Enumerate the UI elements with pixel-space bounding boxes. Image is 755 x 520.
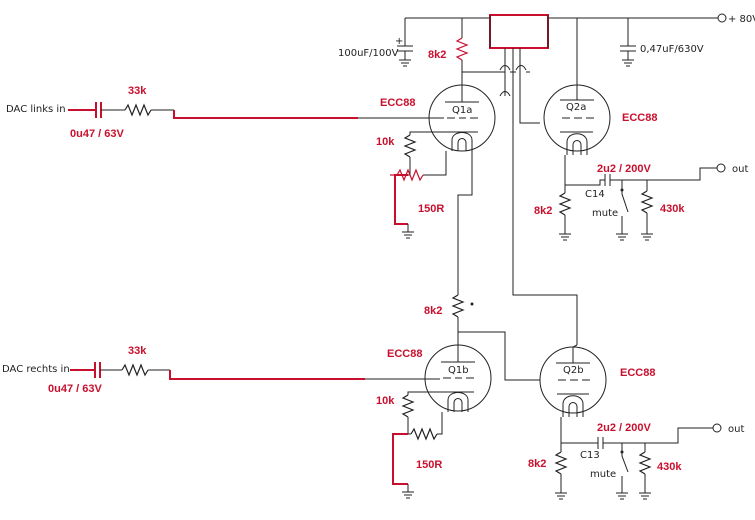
decoupling-capacitor: 0,47uF/630V: [620, 18, 704, 67]
load-top-label: 430k: [660, 203, 685, 215]
grid-stop-bottom-label: 150R: [416, 459, 442, 471]
cathode-bottom-label: 10k: [376, 395, 395, 407]
load-bottom-label: 430k: [657, 461, 682, 473]
q2a-type: ECC88: [622, 112, 657, 124]
input-left-res-label: 33k: [128, 85, 147, 97]
q2a-ref: Q2a: [566, 102, 586, 113]
regulator-box: [489, 14, 549, 49]
input-right-label: DAC rechts in: [2, 364, 70, 375]
mute-bottom-label: mute: [590, 469, 616, 480]
output-cap-bottom-ref: C13: [580, 450, 600, 461]
input-right-cap-label: 0u47 / 63V: [48, 383, 102, 395]
q1a-to-q1b-wire: [457, 151, 473, 295]
input-right-res-label: 33k: [128, 345, 147, 357]
q1b-ref: Q1b: [448, 365, 469, 376]
decoupling-cap-label: 0,47uF/630V: [640, 44, 704, 55]
output-top-terminal: [716, 163, 726, 173]
tube-q1b: Q1b ECC88: [387, 344, 492, 412]
output-stage-bottom: 8k2 out 2u2 / 200V C13 mute 430k: [528, 417, 744, 500]
input-left-cap-label: 0u47 / 63V: [70, 128, 124, 140]
q1b-type: ECC88: [387, 348, 422, 360]
crossover-wiring: [462, 48, 578, 345]
tube-q2a: Q2a ECC88: [543, 83, 657, 155]
cathode-network-bottom: 10k 150R: [376, 391, 443, 499]
q2b-ref: Q2b: [563, 365, 584, 376]
anode-resistor-mid-label: 8k2: [424, 305, 442, 317]
cathode-top-label: 10k: [376, 136, 395, 148]
input-left: DAC links in 33k 0u47 / 63V: [6, 85, 358, 140]
grid-stop-top-label: 150R: [418, 203, 444, 215]
follower-bottom-label: 8k2: [528, 458, 546, 470]
tube-q2b: Q2b ECC88: [539, 344, 655, 417]
supply-terminal: [717, 13, 727, 23]
output-top-label: out: [732, 164, 748, 175]
input-right: DAC rechts in 33k 0u47 / 63V: [2, 345, 365, 395]
mute-top-label: mute: [592, 208, 618, 219]
q1a-type: ECC88: [380, 97, 415, 109]
output-cap-bottom-label: 2u2 / 200V: [597, 422, 651, 434]
q1a-ref: Q1a: [452, 105, 472, 116]
anode-resistor-top: 8k2: [428, 18, 469, 83]
supply-rail: + 80V: [405, 13, 755, 25]
anode-resistor-top-label: 8k2: [428, 49, 446, 61]
follower-top-label: 8k2: [534, 205, 552, 217]
q2b-type: ECC88: [620, 367, 655, 379]
cathode-network-top: 10k 150R: [376, 131, 447, 239]
output-cap-top-ref: C14: [585, 189, 605, 200]
output-bottom-terminal: [712, 423, 722, 433]
output-bottom-label: out: [728, 424, 744, 435]
output-stage-top: 8k2 out 2u2 / 200V C14 mute 430k: [534, 155, 748, 241]
input-left-label: DAC links in: [6, 104, 66, 115]
reservoir-cap-label: 100uF/100V: [338, 48, 399, 59]
tube-q1a: Q1a ECC88: [380, 83, 496, 152]
reservoir-capacitor: + 100uF/100V: [338, 18, 413, 67]
output-cap-top-label: 2u2 / 200V: [597, 163, 651, 175]
q2a-grid-wire: [520, 118, 562, 123]
anode-resistor-mid: 8k2: [424, 294, 540, 381]
supply-label: + 80V: [728, 14, 755, 25]
reservoir-plus: +: [395, 36, 403, 47]
